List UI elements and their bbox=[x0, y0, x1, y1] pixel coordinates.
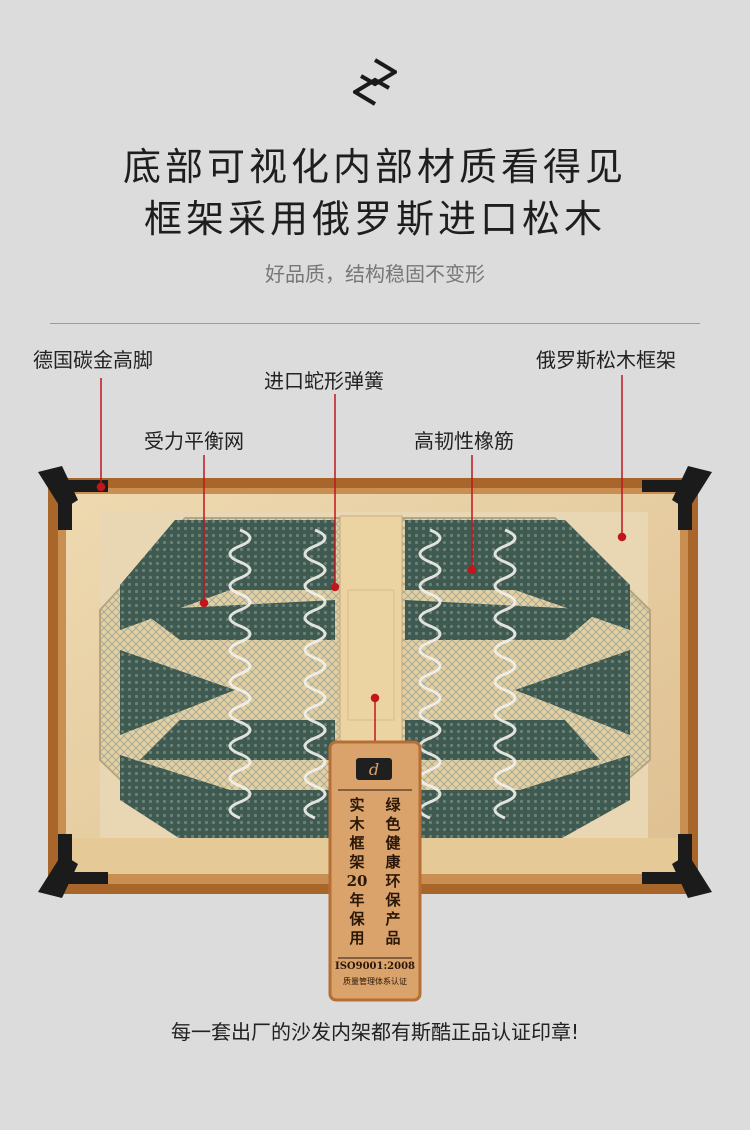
certificate-char: 环 bbox=[385, 872, 401, 890]
certificate-iso-note: 质量管理体系认证 bbox=[343, 977, 407, 986]
callout-band: 高韧性橡筋 bbox=[414, 429, 514, 453]
certificate-char: 色 bbox=[385, 815, 401, 833]
svg-text:d: d bbox=[369, 760, 379, 779]
certificate-tag: d bbox=[328, 740, 422, 1002]
certificate-char: 保 bbox=[385, 891, 401, 909]
callout-spring: 进口蛇形弹簧 bbox=[264, 369, 384, 393]
elastic-bands-left bbox=[120, 520, 335, 842]
serpentine-springs bbox=[228, 528, 517, 820]
callout-legs: 德国碳金高脚 bbox=[33, 348, 153, 372]
certificate-char: 用 bbox=[349, 929, 365, 947]
leg-top-left bbox=[38, 466, 108, 530]
leg-bottom-right bbox=[642, 834, 712, 898]
certificate-iso: ISO9001:2008 bbox=[335, 961, 415, 972]
certificate-char: 品 bbox=[385, 929, 401, 947]
divider bbox=[50, 323, 700, 324]
certificate-char: 健 bbox=[385, 834, 401, 852]
subtitle: 好品质，结构稳固不变形 bbox=[265, 262, 485, 286]
certificate-char: 架 bbox=[349, 853, 365, 871]
callout-leaders bbox=[96, 375, 627, 742]
certificate-char: 康 bbox=[385, 853, 401, 871]
certificate-char: 实 bbox=[349, 796, 365, 814]
certificate-char: 木 bbox=[349, 815, 365, 833]
leg-top-right bbox=[642, 466, 712, 530]
headline-line-1: 底部可视化内部材质看得见 bbox=[122, 145, 627, 189]
certificate-char: 框 bbox=[349, 834, 365, 852]
callout-net: 受力平衡网 bbox=[144, 429, 244, 453]
certificate-column-2: 绿色健康环保产品 bbox=[380, 796, 406, 948]
footer-note: 每一套出厂的沙发内架都有斯酷正品认证印章! bbox=[170, 1020, 580, 1044]
s-diamond-logo-icon bbox=[353, 58, 397, 106]
certificate-char: 绿 bbox=[385, 796, 401, 814]
headline-line-2: 框架采用俄罗斯进口松木 bbox=[143, 197, 606, 241]
callout-frame: 俄罗斯松木框架 bbox=[536, 348, 676, 372]
leg-bottom-left bbox=[38, 834, 108, 898]
certificate-char: 20 bbox=[346, 872, 368, 890]
certificate-char: 产 bbox=[385, 910, 401, 928]
certificate-char: 保 bbox=[349, 910, 365, 928]
certificate-char: 年 bbox=[349, 891, 365, 909]
